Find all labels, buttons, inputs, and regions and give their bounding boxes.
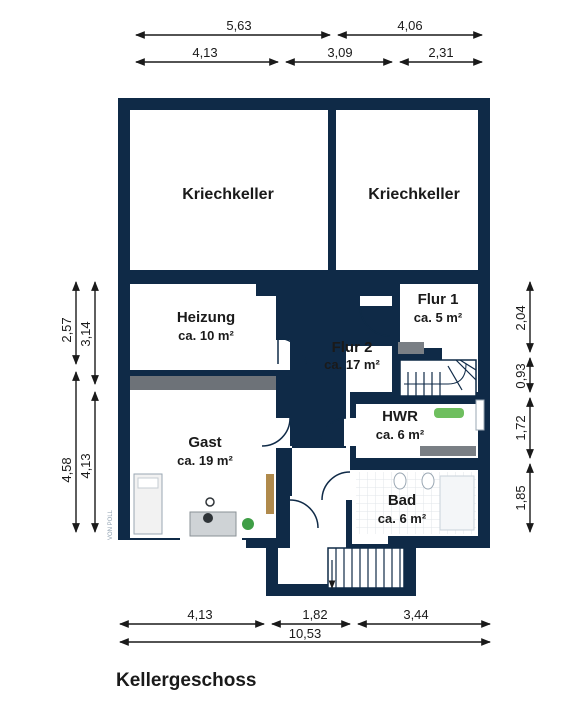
hwr-window <box>475 399 485 431</box>
gast-shelf <box>130 376 276 390</box>
room-flur2-area: ca. 17 m² <box>324 357 380 372</box>
window-gast <box>180 538 242 548</box>
door-swing-exit <box>289 499 319 529</box>
dim-right-3: 1,72 <box>513 415 528 440</box>
dim-left-outer-bottom: 4,58 <box>59 457 74 482</box>
plant-icon <box>242 518 254 530</box>
dim-bottom-right: 3,44 <box>403 607 428 622</box>
dim-left-inner-bottom: 4,13 <box>78 453 93 478</box>
gast-sideboard <box>266 474 274 514</box>
room-gast-name: Gast <box>188 434 221 451</box>
room-flur1-area: ca. 5 m² <box>414 310 463 325</box>
door-swing-hwr <box>319 417 347 445</box>
dim-bottom-left: 4,13 <box>187 607 212 622</box>
hwr-appliance-icon <box>434 408 464 418</box>
room-kriechkeller-left: Kriechkeller <box>182 186 274 203</box>
room-flur1-name: Flur 1 <box>418 291 459 308</box>
lamp-icon <box>205 497 215 507</box>
flur1-shelf <box>398 342 424 354</box>
left-dimensions <box>72 281 99 533</box>
dim-right-2: 0,93 <box>513 363 528 388</box>
room-hwr-area: ca. 6 m² <box>376 427 425 442</box>
dim-bottom-mid: 1,82 <box>302 607 327 622</box>
dim-top-right: 2,31 <box>428 45 453 60</box>
dim-right-1: 2,04 <box>513 305 528 330</box>
door-heizung <box>276 340 290 370</box>
walls <box>118 98 490 596</box>
room-hwr-name: HWR <box>382 408 418 425</box>
stairs-lower <box>327 547 405 589</box>
room-gast-area: ca. 19 m² <box>177 453 233 468</box>
room-heizung-area: ca. 10 m² <box>178 328 234 343</box>
toilet-icon <box>393 472 407 490</box>
door-hwr <box>344 418 358 446</box>
door-swing-gast <box>261 417 291 447</box>
door-swing-flur1 <box>359 305 391 337</box>
sink-icon <box>421 472 435 490</box>
door-gast <box>276 418 290 448</box>
door-bad <box>346 470 356 500</box>
dim-right-4: 1,85 <box>513 485 528 510</box>
dim-left-inner-top: 3,14 <box>78 321 93 346</box>
door-swings <box>261 305 391 529</box>
door-swing-bad <box>321 471 351 501</box>
floor-caption: Kellergeschoss <box>116 670 257 691</box>
hwr-counter <box>420 446 476 456</box>
dim-left-outer-top: 2,57 <box>59 317 74 342</box>
dim-top-total-left: 5,63 <box>226 18 251 33</box>
room-kriechkeller-right: Kriechkeller <box>368 186 460 203</box>
dim-top-total-right: 4,06 <box>397 18 422 33</box>
dim-bottom-total: 10,53 <box>289 626 322 641</box>
dim-top-mid: 3,09 <box>327 45 352 60</box>
dim-top-left: 4,13 <box>192 45 217 60</box>
room-flur2-name: Flur 2 <box>332 339 373 356</box>
stairs-upper <box>399 359 477 397</box>
bottom-dimensions <box>119 620 491 646</box>
door-flur1 <box>360 296 392 306</box>
chair-icon <box>203 513 213 523</box>
desk-icon <box>189 511 237 537</box>
shower-tray <box>439 475 475 531</box>
door-swing-heizung <box>277 337 307 365</box>
top-dimensions <box>135 31 483 66</box>
room-bad-area: ca. 6 m² <box>378 511 427 526</box>
room-bad-name: Bad <box>388 492 416 509</box>
room-heizung-name: Heizung <box>177 309 235 326</box>
watermark-logo: VON POLL <box>108 509 114 540</box>
